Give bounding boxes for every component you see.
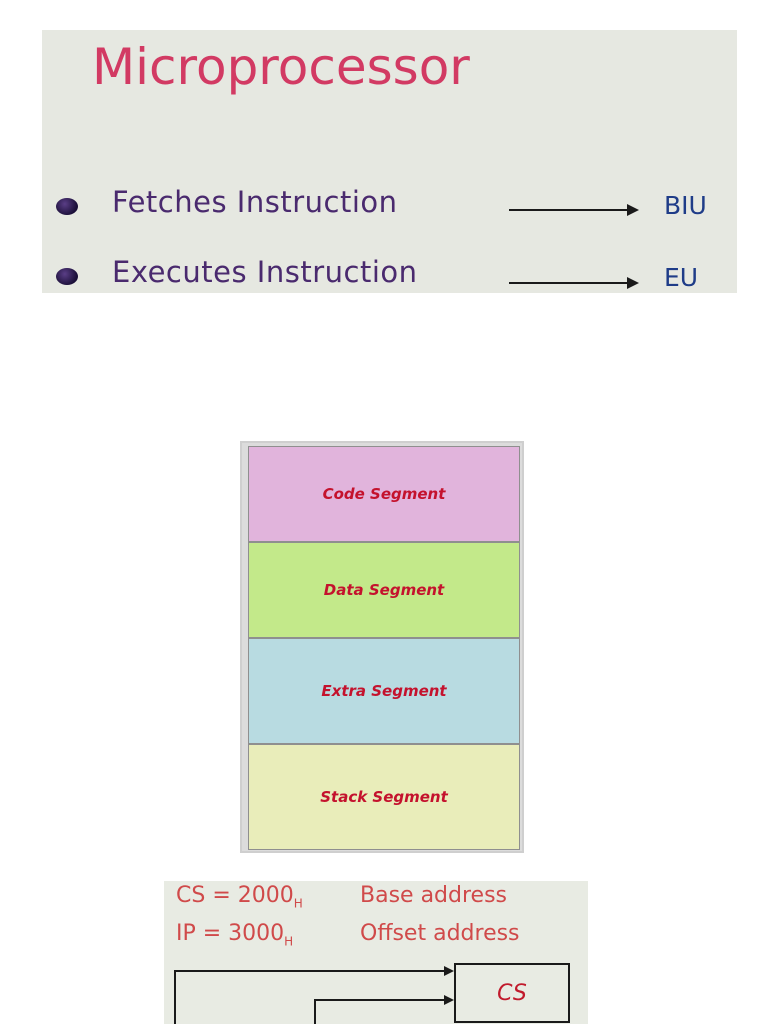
- bullet-item: Executes Instruction EU: [42, 255, 737, 295]
- arrow-head-icon: [444, 995, 454, 1005]
- bullet-text: Fetches Instruction: [112, 185, 398, 219]
- slide-title: Microprocessor: [92, 38, 470, 96]
- bullet-target: EU: [664, 263, 699, 292]
- connector-line: [174, 970, 176, 1024]
- cs-value: CS = 2000H: [176, 883, 303, 911]
- data-segment-block: Data Segment: [248, 542, 520, 638]
- bullet-item: Fetches Instruction BIU: [42, 185, 737, 225]
- bullet-text: Executes Instruction: [112, 255, 418, 289]
- connector-line: [314, 999, 316, 1024]
- bullet-dot-icon: [56, 268, 78, 285]
- code-segment-block: Code Segment: [248, 446, 520, 542]
- right-arrow-icon: [509, 204, 639, 216]
- ip-value: IP = 3000H: [176, 921, 294, 949]
- bullet-dot-icon: [56, 198, 78, 215]
- arrow-head-icon: [444, 966, 454, 976]
- right-arrow-icon: [509, 277, 639, 289]
- cs-description: Base address: [360, 883, 507, 908]
- address-slide: CS = 2000H Base address IP = 3000H Offse…: [164, 881, 588, 1024]
- stack-segment-block: Stack Segment: [248, 744, 520, 850]
- ip-description: Offset address: [360, 921, 520, 946]
- microprocessor-slide: Microprocessor Fetches Instruction BIU E…: [42, 30, 737, 293]
- cs-register-box: CS: [454, 963, 570, 1023]
- bullet-target: BIU: [664, 191, 707, 220]
- memory-segments-diagram: Code Segment Data Segment Extra Segment …: [240, 441, 524, 853]
- connector-line: [174, 970, 446, 972]
- extra-segment-block: Extra Segment: [248, 638, 520, 744]
- connector-line: [314, 999, 446, 1001]
